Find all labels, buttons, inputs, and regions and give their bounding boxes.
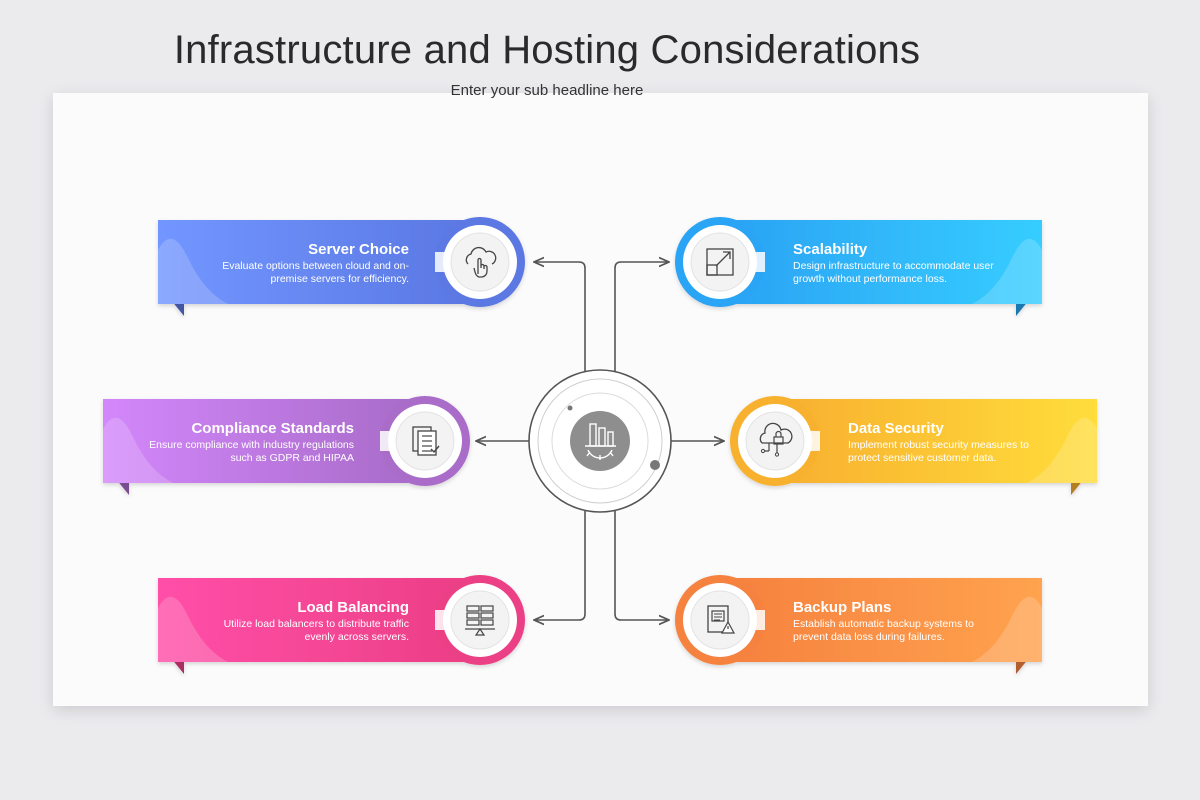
card-description-line: Ensure compliance with industry regulati… (149, 439, 354, 451)
card-description-line: evenly across servers. (305, 631, 409, 643)
card-description-line: protect sensitive customer data. (848, 452, 996, 464)
page-title: Infrastructure and Hosting Consideration… (173, 28, 921, 72)
card-wave (972, 238, 1042, 304)
card-description-line: prevent data loss during failures. (793, 631, 945, 643)
card-description-line: growth without performance loss. (793, 273, 947, 285)
card-wave (1027, 417, 1097, 483)
card-description-line: such as GDPR and HIPAA (230, 452, 354, 464)
card-title: Load Balancing (297, 599, 409, 616)
cloud-touch-icon (465, 246, 497, 278)
connector-lines (476, 262, 724, 620)
cloud-lock-icon (759, 422, 793, 457)
card-description-line: Utilize load balancers to distribute tra… (224, 618, 409, 630)
connector-scalability (614, 262, 669, 372)
server-balance-icon (465, 605, 495, 636)
card-description-line: Establish automatic backup systems to (793, 618, 974, 630)
page-subtitle: Enter your sub headline here (450, 82, 644, 99)
expand-arrow-icon (706, 248, 734, 276)
card-title: Data Security (848, 420, 945, 437)
card-title: Scalability (793, 241, 868, 258)
backup-document-icon (707, 605, 736, 634)
card-title: Backup Plans (793, 599, 891, 616)
checklist-icon (412, 426, 440, 456)
card-wave (158, 596, 228, 662)
card-description-line: Evaluate options between cloud and on- (222, 260, 409, 272)
connector-load-balancing (534, 511, 586, 620)
card-title: Compliance Standards (191, 420, 354, 437)
center-hub (528, 369, 672, 513)
card-description-line: Implement robust security measures to (848, 439, 1029, 451)
card-title: Server Choice (308, 241, 409, 258)
server-gear-icon (585, 423, 616, 460)
card-description-line: premise servers for efficiency. (271, 273, 410, 285)
card-wave (972, 596, 1042, 662)
card-wave (158, 238, 228, 304)
connector-backup-plans (614, 511, 669, 620)
card-description-line: Design infrastructure to accommodate use… (793, 260, 994, 272)
connector-server-choice (534, 262, 586, 372)
card-wave (103, 417, 173, 483)
